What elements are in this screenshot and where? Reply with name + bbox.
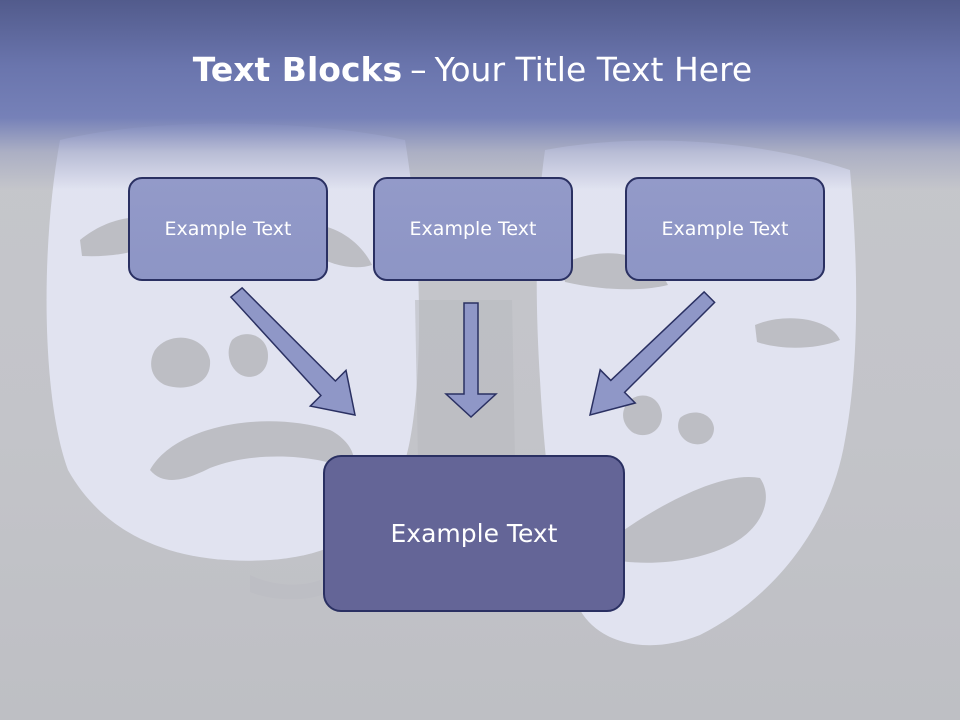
text-block-2: Example Text	[373, 177, 573, 281]
arrow-center	[444, 302, 498, 419]
text-block-1-label: Example Text	[164, 218, 292, 240]
title-regular: Your Title Text Here	[434, 50, 753, 89]
slide-title: Text Blocks–Your Title Text Here	[0, 50, 945, 89]
title-bold: Text Blocks	[192, 50, 403, 89]
arrow-right	[588, 290, 716, 417]
title-dash: –	[410, 50, 427, 89]
arrow-left	[229, 286, 356, 416]
text-block-3-label: Example Text	[661, 218, 789, 240]
text-block-3: Example Text	[625, 177, 825, 281]
text-block-1: Example Text	[128, 177, 328, 281]
text-block-2-label: Example Text	[409, 218, 537, 240]
result-block-label: Example Text	[390, 519, 558, 548]
title-band	[0, 0, 960, 190]
result-block: Example Text	[323, 455, 625, 612]
